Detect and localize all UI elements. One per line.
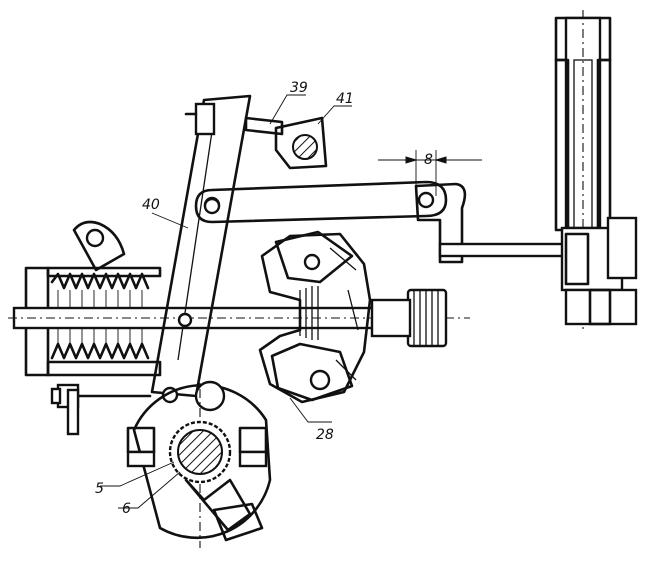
dimension-8: [378, 150, 482, 196]
spring-assembly: [8, 266, 470, 377]
connecting-link: [194, 180, 448, 224]
round-plate: [126, 370, 272, 548]
callout-5: 5: [95, 481, 104, 497]
vertical-assembly: [554, 10, 638, 330]
push-rod: [438, 242, 582, 258]
callout-6: 6: [122, 501, 131, 517]
callout-28: 28: [316, 427, 334, 443]
bracket-plate: [72, 220, 126, 272]
cam-assembly-28: [258, 230, 372, 404]
block-41: [274, 116, 328, 170]
callout-40: 40: [142, 197, 160, 213]
gear-5: [168, 420, 232, 484]
stud-39: [184, 102, 284, 136]
callout-39: 39: [290, 80, 308, 96]
leader-lines: [100, 94, 352, 509]
spring-clip-6: [184, 478, 264, 542]
knurled-nut: [370, 288, 448, 348]
callout-8: 8: [424, 152, 433, 168]
lever-40: [150, 94, 252, 404]
adjusting-bolt: [50, 383, 152, 436]
callout-41: 41: [336, 91, 354, 107]
